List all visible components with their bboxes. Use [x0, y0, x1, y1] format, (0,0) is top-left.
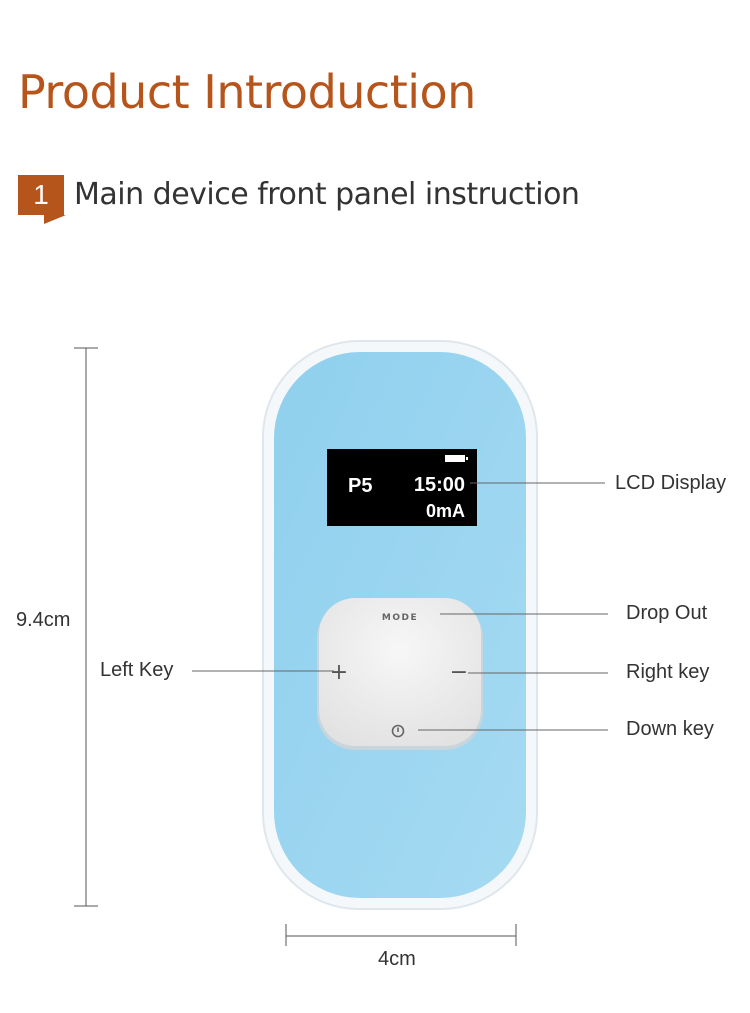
height-dimension-label: 9.4cm	[16, 609, 71, 631]
battery-tip	[466, 457, 468, 460]
power-icon[interactable]	[391, 724, 405, 738]
section-title: Main device front panel instruction	[74, 177, 580, 212]
section-number-badge: 1	[18, 175, 64, 215]
badge-tail	[44, 215, 66, 224]
page-title: Product Introduction	[18, 65, 476, 119]
mode-key[interactable]: MODE	[382, 613, 418, 623]
left-key-label: Left Key	[100, 659, 174, 681]
down-key-label: Down key	[626, 718, 714, 740]
battery-icon	[445, 455, 465, 462]
lcd-display-label: LCD Display	[615, 472, 727, 494]
lcd-program: P5	[348, 475, 372, 497]
width-dimension-label: 4cm	[378, 948, 416, 970]
right-key-label: Right key	[626, 661, 710, 683]
drop-out-label: Drop Out	[626, 602, 708, 624]
plus-key[interactable]: +	[330, 660, 348, 685]
lcd-time: 15:00	[414, 474, 465, 496]
lcd-current: 0mA	[426, 501, 465, 521]
keypad[interactable]	[319, 598, 481, 746]
minus-key[interactable]: −	[450, 660, 468, 685]
